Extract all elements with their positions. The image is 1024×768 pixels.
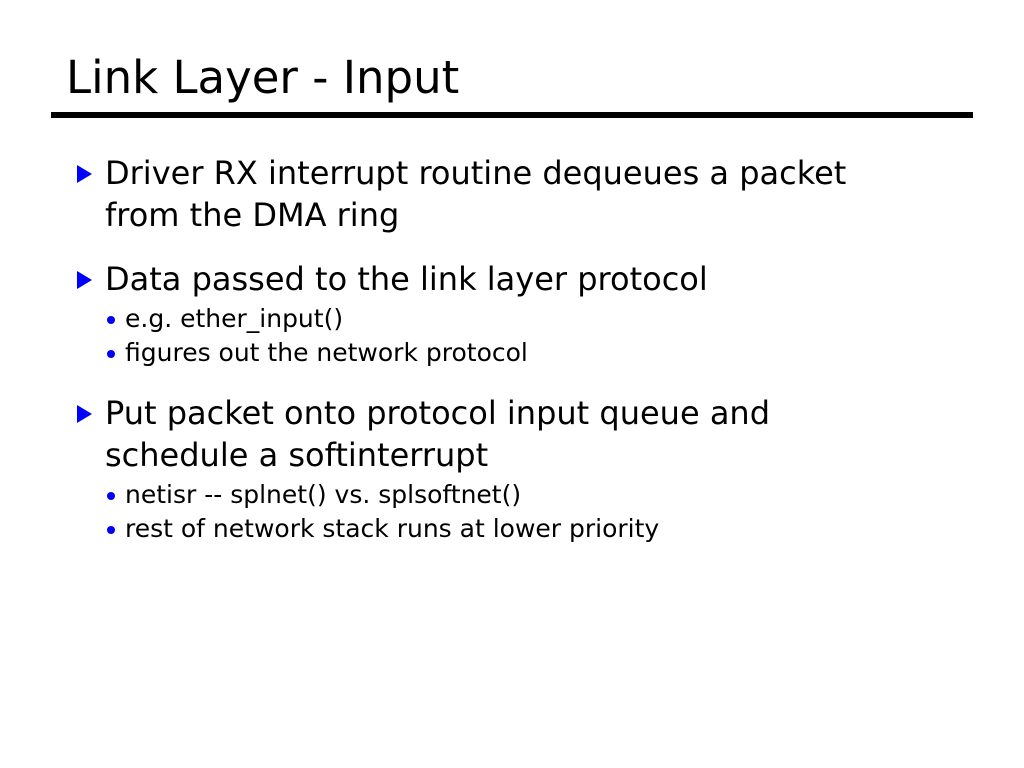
dot-icon bbox=[107, 350, 115, 358]
title-block: Link Layer - Input bbox=[66, 52, 966, 104]
bullet-text: Driver RX interrupt routine dequeues a p… bbox=[105, 154, 847, 234]
bullet-item-level1: Driver RX interrupt routine dequeues a p… bbox=[0, 152, 1024, 236]
bullet-group: Put packet onto protocol input queue and… bbox=[0, 392, 1024, 546]
bullet-text: Data passed to the link layer protocol bbox=[105, 260, 708, 298]
sub-bullet-list: e.g. ether_input() figures out the netwo… bbox=[0, 302, 1024, 370]
triangle-right-icon bbox=[77, 165, 92, 183]
sub-bullet-text: e.g. ether_input() bbox=[125, 304, 344, 333]
bullet-item-level2: netisr -- splnet() vs. splsoftnet() bbox=[0, 478, 1024, 512]
dot-icon bbox=[107, 316, 115, 324]
bullet-text: Put packet onto protocol input queue and… bbox=[105, 394, 771, 474]
triangle-right-icon bbox=[77, 405, 92, 423]
sub-bullet-text: rest of network stack runs at lower prio… bbox=[125, 514, 660, 543]
page-title: Link Layer - Input bbox=[66, 51, 460, 104]
bullet-item-level2: rest of network stack runs at lower prio… bbox=[0, 512, 1024, 546]
sub-bullet-text: figures out the network protocol bbox=[125, 338, 528, 367]
bullet-item-level2: figures out the network protocol bbox=[0, 336, 1024, 370]
slide-body: Driver RX interrupt routine dequeues a p… bbox=[0, 152, 1024, 546]
sub-bullet-text: netisr -- splnet() vs. splsoftnet() bbox=[125, 480, 522, 509]
bullet-item-level1: Put packet onto protocol input queue and… bbox=[0, 392, 1024, 476]
triangle-right-icon bbox=[77, 271, 92, 289]
dot-icon bbox=[107, 526, 115, 534]
bullet-group: Driver RX interrupt routine dequeues a p… bbox=[0, 152, 1024, 236]
title-divider bbox=[51, 112, 973, 118]
bullet-group: Data passed to the link layer protocol e… bbox=[0, 258, 1024, 370]
sub-bullet-list: netisr -- splnet() vs. splsoftnet() rest… bbox=[0, 478, 1024, 546]
bullet-item-level2: e.g. ether_input() bbox=[0, 302, 1024, 336]
dot-icon bbox=[107, 492, 115, 500]
bullet-item-level1: Data passed to the link layer protocol bbox=[0, 258, 1024, 300]
